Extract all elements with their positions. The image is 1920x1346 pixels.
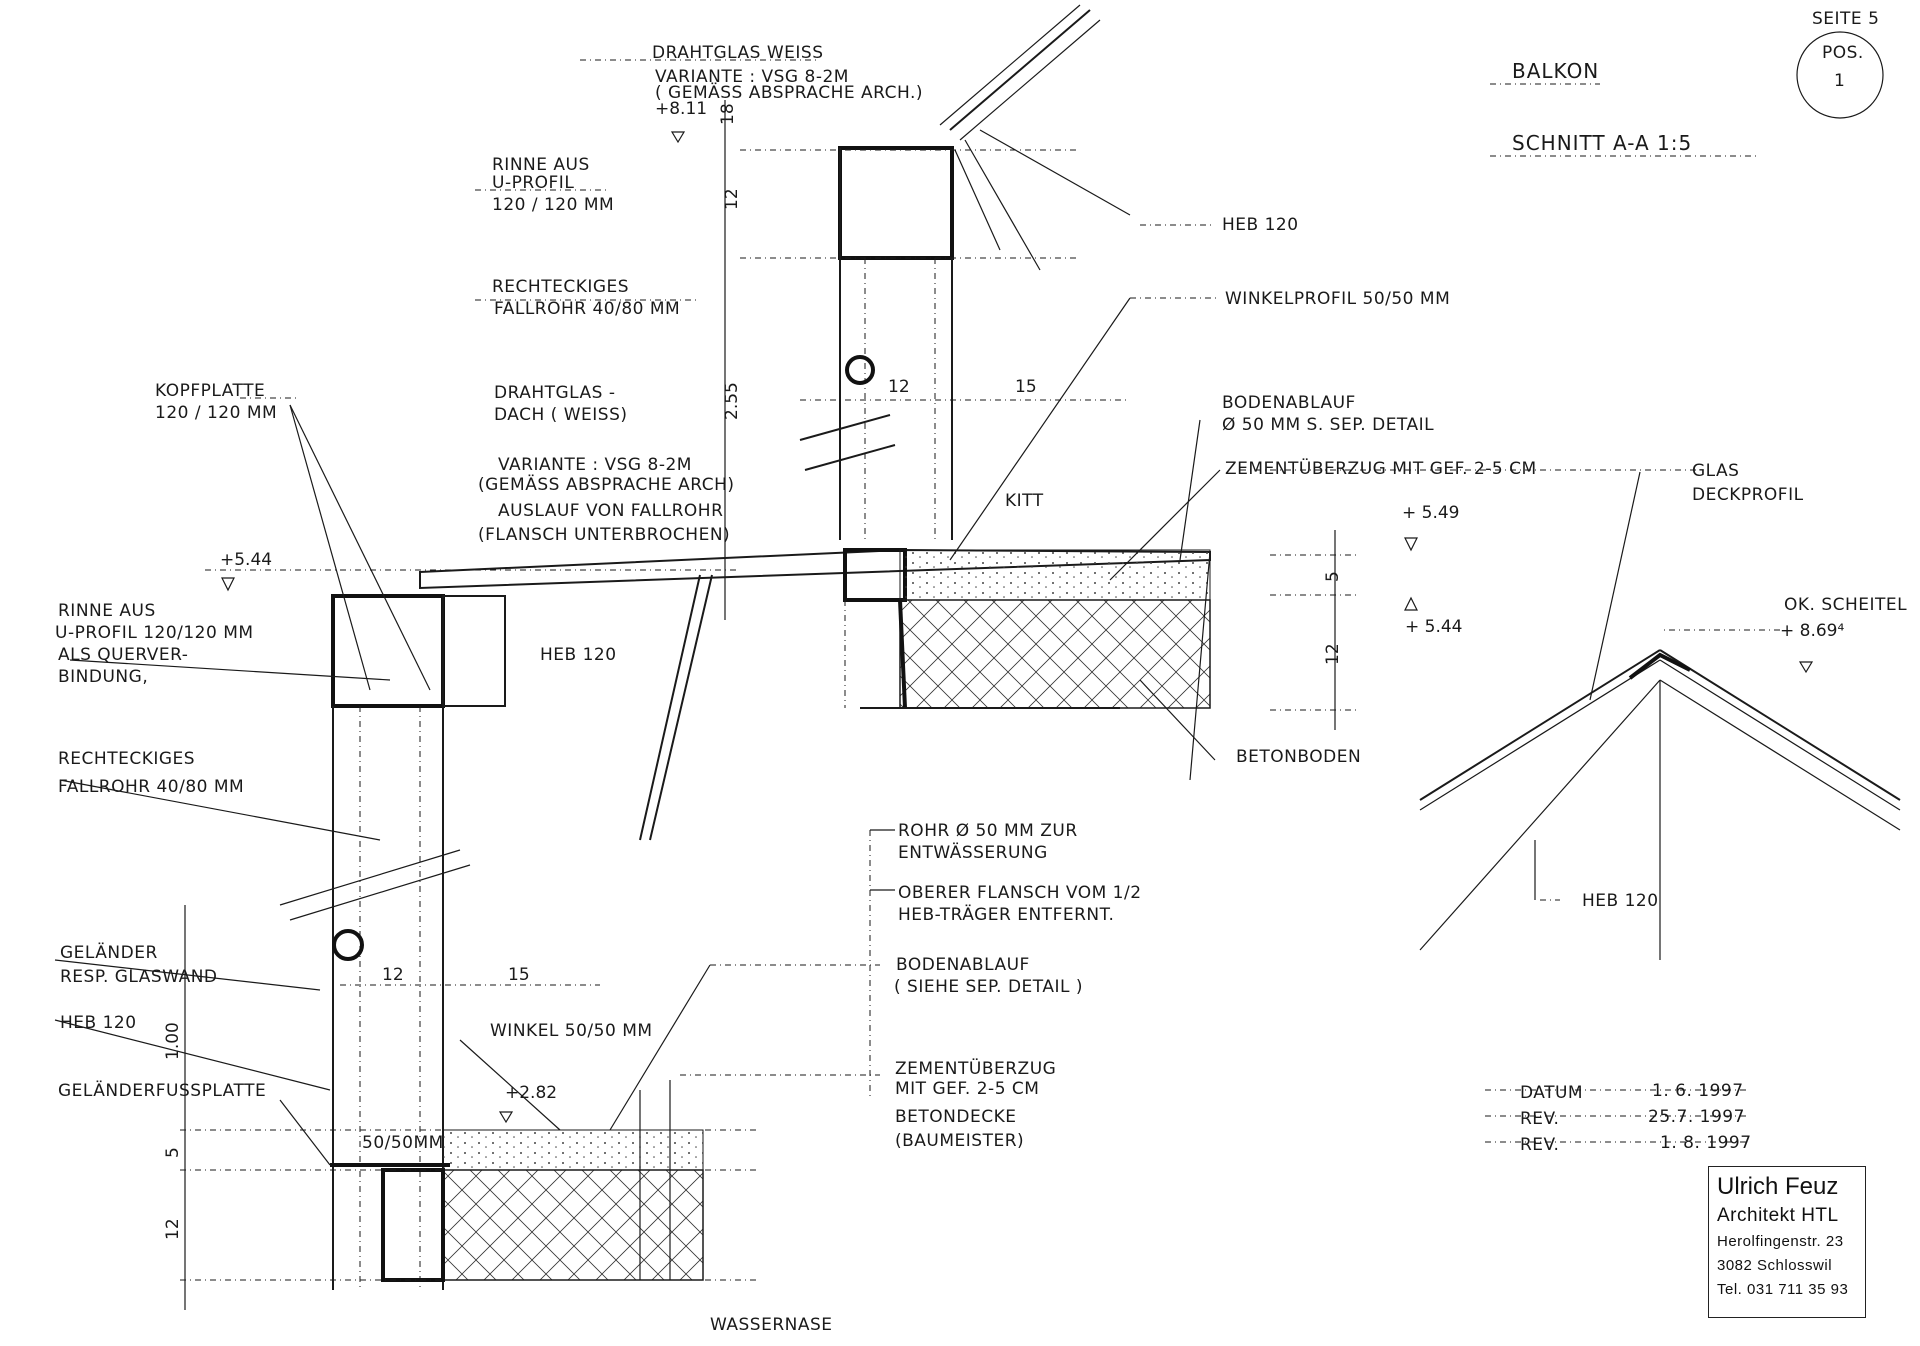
label-flansch-2: HEB-TRÄGER ENTFERNT. — [898, 904, 1114, 925]
label-flansch-1: OBERER FLANSCH VOM 1/2 — [898, 883, 1142, 903]
label-heb120-right: HEB 120 — [1582, 891, 1659, 911]
dimension-12-right: 12 — [1323, 643, 1343, 665]
position-circle — [1796, 31, 1884, 119]
label-rinne-top-1: RINNE AUS — [492, 155, 590, 175]
label-gelaenderfuss: GELÄNDERFUSSPLATTE — [58, 1080, 266, 1101]
label-rohr-1: ROHR Ø 50 MM ZUR — [898, 821, 1078, 841]
elevation-marker-549 — [1404, 537, 1418, 552]
label-glas-deckprofil-1: GLAS — [1692, 461, 1739, 481]
label-variante-top-1: VARIANTE : VSG 8-2M — [655, 67, 849, 87]
dimension-12-b: 12 — [382, 965, 404, 985]
elevation-544-right: + 5.44 — [1405, 617, 1463, 637]
label-zement-low-2: MIT GEF. 2-5 CM — [895, 1079, 1039, 1099]
dimension-255: 2.55 — [722, 382, 742, 420]
label-betondecke-1: BETONDECKE — [895, 1107, 1016, 1127]
label-zement-top: ZEMENTÜBERZUG MIT GEF. 2-5 CM — [1225, 457, 1537, 479]
label-winkel-5050mm: 50/50MM — [362, 1133, 444, 1153]
position-number: 1 — [1834, 71, 1845, 91]
leader-lines — [54, 59, 1780, 1310]
dimension-15-b: 15 — [508, 965, 530, 985]
label-kopfplatte-2: 120 / 120 MM — [155, 403, 277, 423]
drawing-subtitle: SCHNITT A-A 1:5 — [1512, 131, 1692, 155]
elevation-marker-ridge — [1798, 661, 1814, 674]
label-rechteckiges-mid-2: FALLROHR 40/80 MM — [58, 777, 244, 797]
label-gelaender-2: RESP. GLASWAND — [60, 967, 218, 987]
ridge-detail — [1419, 649, 1901, 960]
label-ok-scheitel-2: + 8.69⁴ — [1780, 621, 1844, 641]
elevation-marker-282 — [498, 1111, 514, 1124]
label-rinne-top-2: U-PROFIL — [492, 173, 574, 193]
label-rinne-top-3: 120 / 120 MM — [492, 195, 614, 215]
elevation-811: +8.11 — [655, 99, 707, 119]
label-variante-top-2: ( GEMÄSS ABSPRACHE ARCH.) — [655, 82, 923, 103]
dimension-5-low: 5 — [163, 1147, 183, 1158]
label-winkelprofil: WINKELPROFIL 50/50 MM — [1225, 289, 1450, 309]
label-kopfplatte-1: KOPFPLATTE — [155, 381, 265, 401]
rev1-value: 25.7. 1997 — [1648, 1107, 1745, 1127]
rev2-value: 1. 8. 1997 — [1660, 1133, 1752, 1153]
label-drahtglas-weiss: DRAHTGLAS WEISS — [652, 43, 824, 63]
dimension-12-top: 12 — [722, 188, 742, 210]
label-variante-mid-1: VARIANTE : VSG 8-2M — [498, 455, 692, 475]
label-bodenablauf-top-2: Ø 50 MM S. SEP. DETAIL — [1222, 415, 1434, 435]
page-number: SEITE 5 — [1812, 9, 1879, 29]
label-rinne-mid-1: RINNE AUS — [58, 601, 156, 621]
label-heb120-mid: HEB 120 — [540, 645, 617, 665]
label-betondecke-2: (BAUMEISTER) — [895, 1131, 1024, 1151]
architect-street: Herolfingenstr. 23 — [1717, 1233, 1844, 1250]
label-gelaender-1: GELÄNDER — [60, 942, 158, 963]
label-winkel-low: WINKEL 50/50 MM — [490, 1021, 653, 1041]
lower-slab-section — [330, 1080, 704, 1282]
architect-role: Architekt HTL — [1717, 1205, 1839, 1226]
label-auslauf-1: AUSLAUF VON FALLROHR — [498, 501, 723, 521]
label-rinne-mid-3: ALS QUERVER- — [58, 645, 188, 665]
dimension-5-right: 5 — [1323, 571, 1343, 582]
dimension-100: 1.00 — [163, 1022, 183, 1060]
datum-value: 1. 6. 1997 — [1652, 1081, 1744, 1101]
elevation-282: +2.82 — [505, 1083, 557, 1103]
label-wassernase: WASSERNASE — [710, 1315, 833, 1335]
dimension-12-a: 12 — [888, 377, 910, 397]
architect-city: 3082 Schlosswil — [1717, 1257, 1833, 1274]
label-bodenablauf-top-1: BODENABLAUF — [1222, 393, 1356, 413]
label-bodenablauf-low-2: ( SIEHE SEP. DETAIL ) — [894, 977, 1083, 997]
label-glas-deckprofil-2: DECKPROFIL — [1692, 485, 1804, 505]
drawing-title: BALKON — [1512, 59, 1599, 83]
label-variante-mid-2: (GEMÄSS ABSPRACHE ARCH) — [478, 474, 735, 495]
datum-label: DATUM — [1520, 1083, 1583, 1103]
elevation-549: + 5.49 — [1402, 503, 1460, 523]
label-bodenablauf-low-1: BODENABLAUF — [896, 955, 1030, 975]
elevation-544-left: +5.44 — [220, 550, 272, 570]
dimension-12-low: 12 — [163, 1218, 183, 1240]
label-heb120-top: HEB 120 — [1222, 215, 1299, 235]
label-ok-scheitel-1: OK. SCHEITEL — [1784, 595, 1907, 615]
architect-phone: Tel. 031 711 35 93 — [1717, 1281, 1849, 1298]
architect-stamp: Ulrich Feuz Architekt HTL Herolfingenstr… — [1708, 1166, 1866, 1318]
dimension-18: 18 — [718, 103, 738, 125]
label-rinne-mid-4: BINDUNG, — [58, 667, 148, 687]
architect-name: Ulrich Feuz — [1717, 1173, 1839, 1200]
label-rohr-2: ENTWÄSSERUNG — [898, 842, 1048, 863]
label-rechteckiges-top-2: FALLROHR 40/80 MM — [494, 299, 680, 319]
label-zement-low-1: ZEMENTÜBERZUG — [895, 1057, 1056, 1079]
elevation-marker-544-left — [221, 577, 235, 592]
middle-slab-section — [279, 414, 1211, 1290]
elevation-marker-811 — [670, 131, 686, 144]
label-rinne-mid-2: U-PROFIL 120/120 MM — [55, 623, 254, 643]
label-auslauf-2: (FLANSCH UNTERBROCHEN) — [478, 525, 730, 545]
position-label: POS. — [1822, 43, 1864, 63]
rev2-label: REV. — [1520, 1135, 1559, 1155]
label-betonboden: BETONBODEN — [1236, 747, 1361, 767]
dimension-15-a: 15 — [1015, 377, 1037, 397]
elevation-marker-544-right — [1404, 596, 1418, 611]
label-rechteckiges-mid-1: RECHTECKIGES — [58, 749, 195, 769]
label-kitt: KITT — [1005, 491, 1044, 511]
rev1-label: REV. — [1520, 1109, 1559, 1129]
upper-roof-detail — [838, 4, 1131, 540]
label-rechteckiges-top-1: RECHTECKIGES — [492, 277, 629, 297]
label-drahtglasdach-1: DRAHTGLAS - — [494, 383, 616, 403]
label-heb120-low: HEB 120 — [60, 1013, 137, 1033]
label-drahtglasdach-2: DACH ( WEISS) — [494, 405, 628, 425]
